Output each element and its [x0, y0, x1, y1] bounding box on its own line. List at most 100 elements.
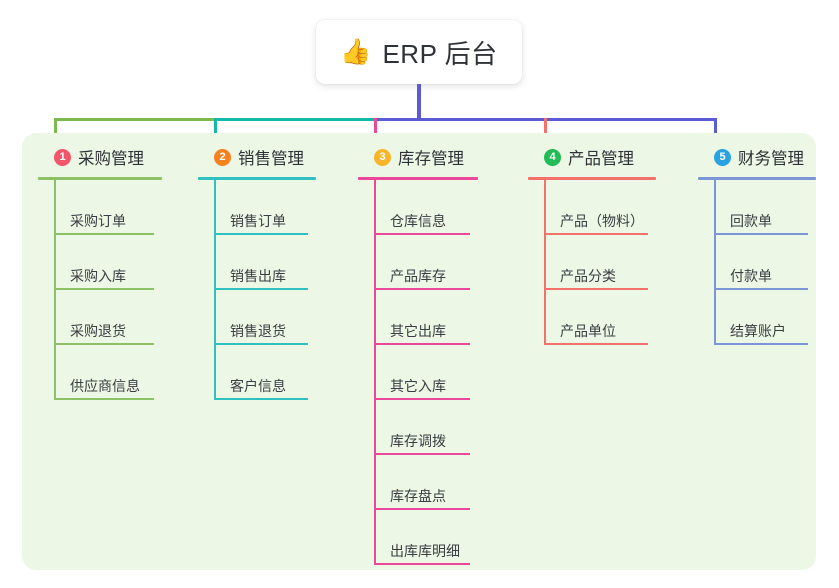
branch-leaf-item[interactable]: 销售订单	[198, 180, 316, 235]
branch-leaf-label: 出库库明细	[390, 543, 460, 559]
branch-leaf-label: 采购入库	[70, 268, 126, 284]
branch-leaf-underline	[54, 288, 154, 290]
branch-leaf-underline	[714, 288, 808, 290]
branch-header-underline	[698, 177, 816, 180]
branch-leaf-underline	[544, 343, 648, 345]
branch-header-2[interactable]: 2 销售管理	[198, 142, 316, 172]
root-stem	[417, 84, 421, 121]
branch-title: 财务管理	[738, 150, 804, 168]
branch-leaf-item[interactable]: 产品（物料）	[528, 180, 656, 235]
branch-leaf-item[interactable]: 其它入库	[358, 345, 478, 400]
branch-leaf-item[interactable]: 其它出库	[358, 290, 478, 345]
branch-header-underline	[38, 177, 162, 180]
branch-spine	[544, 180, 546, 345]
branch-leaf-item[interactable]: 仓库信息	[358, 180, 478, 235]
branch-leaf-label: 产品单位	[560, 323, 616, 339]
branch-leaf-underline	[374, 563, 470, 565]
branch-leaf-underline	[544, 288, 648, 290]
branch-leaf-item[interactable]: 采购退货	[38, 290, 162, 345]
branch-number-badge: 2	[214, 148, 231, 166]
branch-header-3[interactable]: 3 库存管理	[358, 142, 478, 172]
branch-leaf-label: 其它入库	[390, 378, 446, 394]
branch-leaf-item[interactable]: 产品库存	[358, 235, 478, 290]
branch-leaf-underline	[714, 343, 808, 345]
branch-leaf-underline	[214, 288, 308, 290]
branch-number-badge: 1	[54, 148, 71, 166]
root-node-card[interactable]: 👍 ERP 后台	[316, 20, 522, 84]
branch-leaf-underline	[214, 343, 308, 345]
branch-leaf-item[interactable]: 付款单	[698, 235, 816, 290]
branch-leaf-item[interactable]: 出库库明细	[358, 510, 478, 565]
branch-leaf-label: 产品分类	[560, 268, 616, 284]
branch-leaf-label: 客户信息	[230, 378, 286, 394]
branch-leaf-underline	[374, 453, 470, 455]
branch-leaf-item[interactable]: 产品分类	[528, 235, 656, 290]
branch-leaf-underline	[374, 343, 470, 345]
branch-leaf-underline	[714, 233, 808, 235]
branch-header-4[interactable]: 4 产品管理	[528, 142, 656, 172]
bus-segment-green	[54, 118, 216, 121]
branch-leaf-item[interactable]: 回款单	[698, 180, 816, 235]
branch-leaf-underline	[374, 508, 470, 510]
branch-leaf-item[interactable]: 销售出库	[198, 235, 316, 290]
branch-leaf-label: 产品库存	[390, 268, 446, 284]
branches-panel	[22, 133, 816, 570]
bus-segment-teal	[214, 118, 376, 121]
branch-column-3: 3 库存管理仓库信息产品库存其它出库其它入库库存调拨库存盘点出库库明细	[358, 142, 478, 565]
branch-leaf-underline	[214, 398, 308, 400]
branch-leaf-underline	[544, 233, 648, 235]
branch-spine	[374, 180, 376, 565]
branch-leaf-label: 采购退货	[70, 323, 126, 339]
branch-column-4: 4 产品管理产品（物料） 产品分类产品单位	[528, 142, 656, 345]
branch-title: 销售管理	[238, 150, 304, 168]
branch-leaf-item[interactable]: 库存盘点	[358, 455, 478, 510]
thumbs-up-icon: 👍	[340, 37, 372, 66]
branch-leaf-label: 销售退货	[230, 323, 286, 339]
branch-item-list: 销售订单销售出库销售退货客户信息	[198, 180, 316, 400]
branch-leaf-underline	[214, 233, 308, 235]
branch-leaf-item[interactable]: 采购订单	[38, 180, 162, 235]
branch-header-underline	[528, 177, 656, 180]
branch-spine	[214, 180, 216, 400]
branch-leaf-underline	[54, 233, 154, 235]
branch-spine	[54, 180, 56, 400]
branch-title: 库存管理	[398, 150, 464, 168]
branch-leaf-label: 产品（物料）	[560, 213, 644, 229]
branch-item-list: 采购订单采购入库采购退货供应商信息	[38, 180, 162, 400]
branch-leaf-item[interactable]: 产品单位	[528, 290, 656, 345]
branch-leaf-item[interactable]: 客户信息	[198, 345, 316, 400]
branch-leaf-item[interactable]: 销售退货	[198, 290, 316, 345]
branch-leaf-label: 结算账户	[730, 323, 786, 339]
branch-header-underline	[358, 177, 478, 180]
branch-leaf-item[interactable]: 供应商信息	[38, 345, 162, 400]
branch-spine	[714, 180, 716, 345]
branch-leaf-underline	[374, 233, 470, 235]
branch-leaf-item[interactable]: 采购入库	[38, 235, 162, 290]
branch-leaf-underline	[374, 398, 470, 400]
branch-leaf-label: 供应商信息	[70, 378, 140, 394]
branch-leaf-label: 其它出库	[390, 323, 446, 339]
branch-leaf-underline	[54, 398, 154, 400]
branch-leaf-label: 仓库信息	[390, 213, 446, 229]
branch-item-list: 回款单付款单结算账户	[698, 180, 816, 345]
branch-leaf-label: 采购订单	[70, 213, 126, 229]
branch-number-badge: 3	[374, 148, 391, 166]
branch-leaf-label: 销售出库	[230, 268, 286, 284]
branch-title: 产品管理	[568, 150, 634, 168]
branch-column-2: 2 销售管理销售订单销售出库销售退货客户信息	[198, 142, 316, 400]
branch-header-1[interactable]: 1 采购管理	[38, 142, 162, 172]
branch-title: 采购管理	[78, 150, 144, 168]
branch-leaf-label: 库存盘点	[390, 488, 446, 504]
branch-leaf-item[interactable]: 库存调拨	[358, 400, 478, 455]
branch-leaf-label: 付款单	[730, 268, 772, 284]
branch-item-list: 产品（物料） 产品分类产品单位	[528, 180, 656, 345]
branch-leaf-label: 库存调拨	[390, 433, 446, 449]
branch-number-badge: 4	[544, 148, 561, 166]
branch-item-list: 仓库信息产品库存其它出库其它入库库存调拨库存盘点出库库明细	[358, 180, 478, 565]
root-node-title: ERP 后台	[382, 38, 498, 69]
branch-leaf-label: 回款单	[730, 213, 772, 229]
branch-column-1: 1 采购管理采购订单采购入库采购退货供应商信息	[38, 142, 162, 400]
branch-leaf-item[interactable]: 结算账户	[698, 290, 816, 345]
